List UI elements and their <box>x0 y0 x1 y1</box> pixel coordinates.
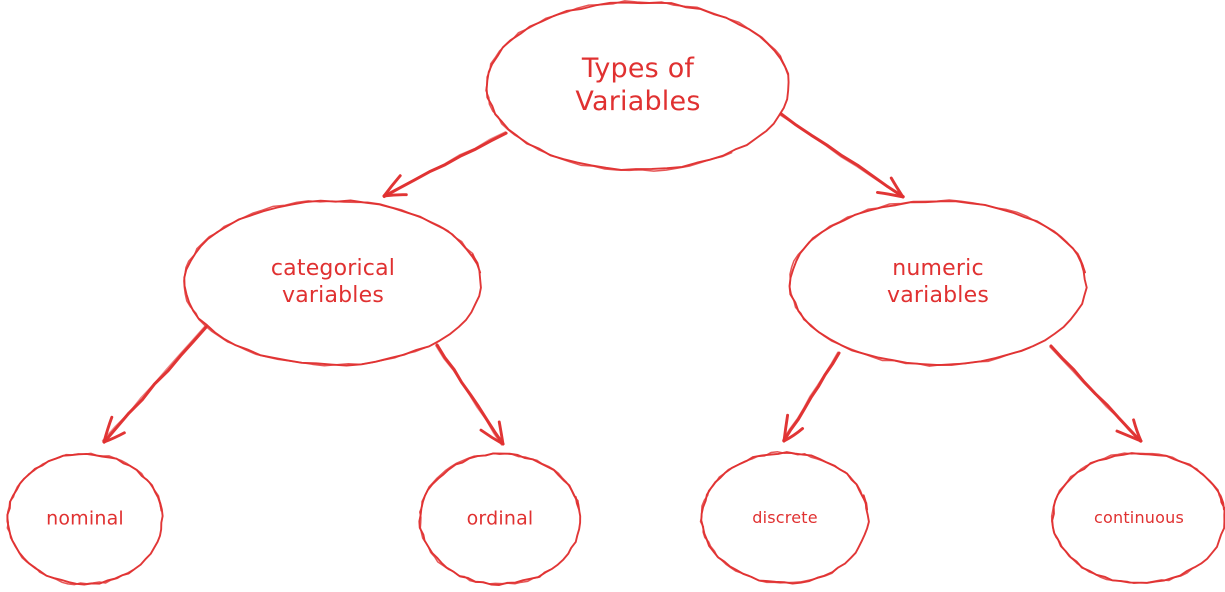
node-nominal[interactable] <box>6 452 164 586</box>
edge-arrowhead-stroke <box>102 415 114 444</box>
node-continuous[interactable] <box>1050 452 1225 585</box>
edge-shaft-stroke <box>779 112 905 199</box>
node-outline-stroke <box>485 0 788 172</box>
edge-shaft-stroke <box>779 114 904 199</box>
node-discrete[interactable] <box>699 451 870 585</box>
node-outline-stroke <box>700 451 870 585</box>
edge-arrowhead-stroke <box>1132 418 1143 443</box>
node-outline-stroke <box>699 451 867 584</box>
edge-arrowhead-stroke <box>479 428 505 446</box>
edge-shaft-stroke <box>435 343 505 446</box>
node-outline-stroke <box>485 1 790 171</box>
node-outline-stroke <box>789 199 1085 367</box>
edge-arrowhead-stroke <box>875 190 905 199</box>
edge-shaft-stroke <box>1049 346 1142 443</box>
node-outline-stroke <box>1050 452 1224 585</box>
edge-arrowhead-stroke <box>382 193 408 198</box>
edge-shaft-stroke <box>435 344 503 446</box>
edge-shaft-stroke <box>382 131 507 197</box>
node-outline-stroke <box>418 452 579 585</box>
edge-shaft-stroke <box>382 131 508 198</box>
edge-root-categorical[interactable] <box>382 131 508 198</box>
edge-shaft-stroke <box>101 325 206 442</box>
node-outline-stroke <box>183 200 480 367</box>
node-numeric[interactable] <box>788 199 1088 367</box>
edge-shaft-stroke <box>782 351 841 443</box>
edge-numeric-continuous[interactable] <box>1049 344 1143 443</box>
node-ordinal[interactable] <box>418 452 582 586</box>
edge-shaft-stroke <box>782 351 839 442</box>
edge-arrowhead-stroke <box>1115 429 1143 443</box>
edge-root-numeric[interactable] <box>779 112 905 199</box>
node-outline-stroke <box>6 452 162 586</box>
edge-arrowhead-stroke <box>382 174 402 198</box>
edge-arrowhead-stroke <box>889 176 905 199</box>
edge-arrowhead-stroke <box>782 427 804 443</box>
edge-categorical-nominal[interactable] <box>101 325 208 444</box>
node-categorical[interactable] <box>183 199 482 367</box>
edge-arrowhead-stroke <box>497 420 505 446</box>
edge-shaft-stroke <box>1049 344 1143 443</box>
edge-arrowhead-stroke <box>102 431 126 444</box>
edge-shaft-stroke <box>102 325 208 444</box>
edge-categorical-ordinal[interactable] <box>435 343 505 446</box>
edge-numeric-discrete[interactable] <box>782 351 841 443</box>
node-outline-stroke <box>788 200 1088 366</box>
node-root[interactable] <box>485 0 790 172</box>
edge-arrowhead-stroke <box>782 413 790 443</box>
